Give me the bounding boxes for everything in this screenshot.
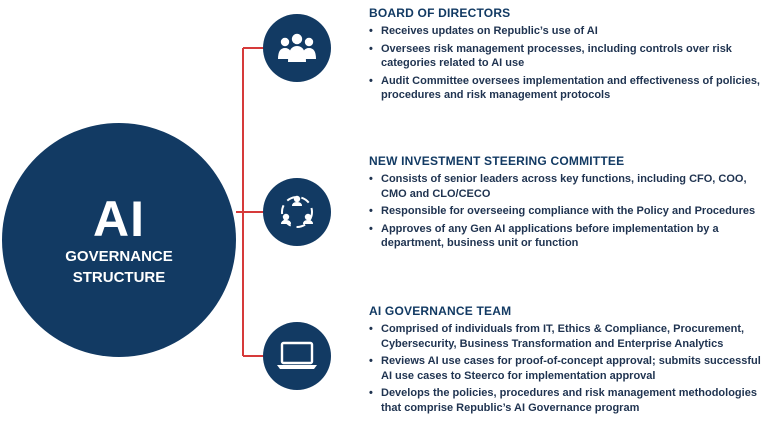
ai-governance-circle: AI GOVERNANCE STRUCTURE <box>2 123 236 357</box>
main-subtitle-line2: STRUCTURE <box>72 269 166 286</box>
bullet-item: Comprised of individuals from IT, Ethics… <box>369 322 774 351</box>
section-title: AI GOVERNANCE TEAM <box>369 304 512 318</box>
people-group-icon <box>263 14 331 82</box>
section-board-of-directors: BOARD OF DIRECTORS Receives updates on R… <box>369 6 774 106</box>
bullet-item: Consists of senior leaders across key fu… <box>369 172 774 201</box>
main-title: AI <box>93 191 145 247</box>
bullet-item: Approves of any Gen AI applications befo… <box>369 222 774 251</box>
bullet-item: Responsible for overseeing compliance wi… <box>369 204 774 219</box>
team-circle-icon <box>263 178 331 246</box>
section-title: NEW INVESTMENT STEERING COMMITTEE <box>369 154 625 168</box>
laptop-icon <box>263 322 331 390</box>
bullet-item: Develops the policies, procedures and ri… <box>369 386 774 415</box>
bullet-item: Audit Committee oversees implementation … <box>369 74 774 103</box>
section-title: BOARD OF DIRECTORS <box>369 6 511 20</box>
bullet-item: Receives updates on Republic’s use of AI <box>369 24 774 39</box>
bullet-item: Reviews AI use cases for proof-of-concep… <box>369 354 774 383</box>
bullet-item: Oversees risk management processes, incl… <box>369 42 774 71</box>
section-governance-team: AI GOVERNANCE TEAM Comprised of individu… <box>369 304 774 418</box>
section-steering-committee: NEW INVESTMENT STEERING COMMITTEE Consis… <box>369 154 774 254</box>
main-subtitle-line1: GOVERNANCE <box>65 248 173 265</box>
